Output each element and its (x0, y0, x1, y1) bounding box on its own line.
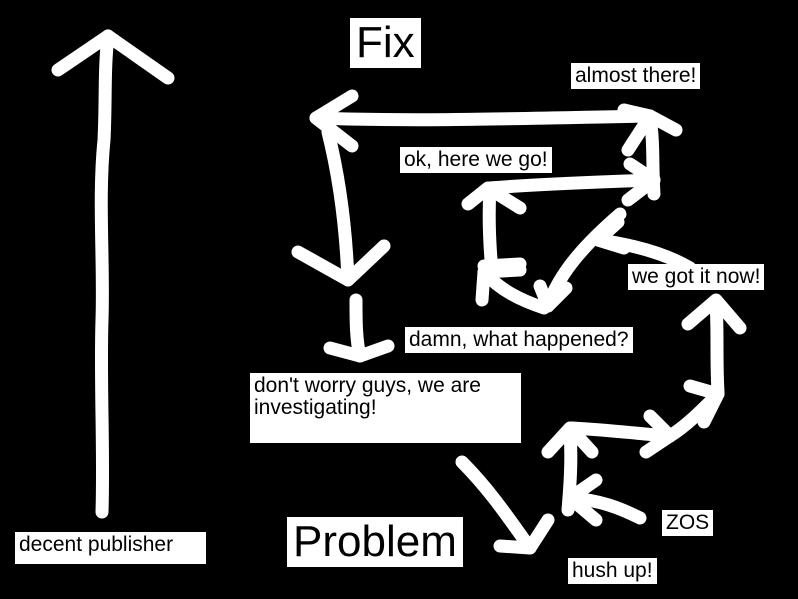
zos-arrowhead-up (681, 293, 747, 335)
damn-arrowhead (475, 263, 527, 307)
zos-arrow-up (709, 297, 725, 399)
ok-go-arrowhead (621, 157, 661, 207)
decent-publisher-arrowhead (51, 29, 175, 85)
top-double-arrow (309, 109, 657, 127)
top-arrowhead-left (309, 89, 359, 153)
damn-rise-head (533, 279, 573, 313)
ok-go-up-arrowhead (461, 181, 527, 215)
fix-label: Fix (350, 18, 421, 69)
zigzag-v-head (541, 421, 599, 459)
zos-diag-head (683, 379, 725, 429)
damn-what-happened-label: damn, what happened? (405, 327, 633, 354)
fix-to-problem-arrow (321, 125, 355, 287)
ok-here-we-go-label: ok, here we go! (400, 147, 552, 174)
problem-label: Problem (287, 517, 463, 568)
fix-to-problem-arrow-2 (349, 293, 367, 363)
fix-to-problem-arrowhead-1 (291, 239, 391, 287)
dont-worry-label: don't worry guys, we are investigating! (250, 373, 521, 443)
fix-to-problem-arrowhead-2 (323, 339, 395, 363)
problem-to-hush-arrow (455, 455, 537, 555)
zos-to-center-head (563, 473, 603, 527)
we-got-it-now-label: we got it now! (628, 264, 765, 291)
ok-go-arrow (483, 173, 661, 195)
zigzag-h-head (639, 409, 677, 459)
gotit-arrowhead (591, 215, 631, 255)
zos-label: ZOS (662, 510, 714, 537)
decent-publisher-label: decent publisher (15, 532, 206, 564)
almost-there-label: almost there! (571, 63, 701, 90)
hush-up-label: hush up! (568, 558, 657, 585)
problem-to-hush-head (493, 513, 555, 555)
decent-publisher-arrow (94, 29, 115, 519)
